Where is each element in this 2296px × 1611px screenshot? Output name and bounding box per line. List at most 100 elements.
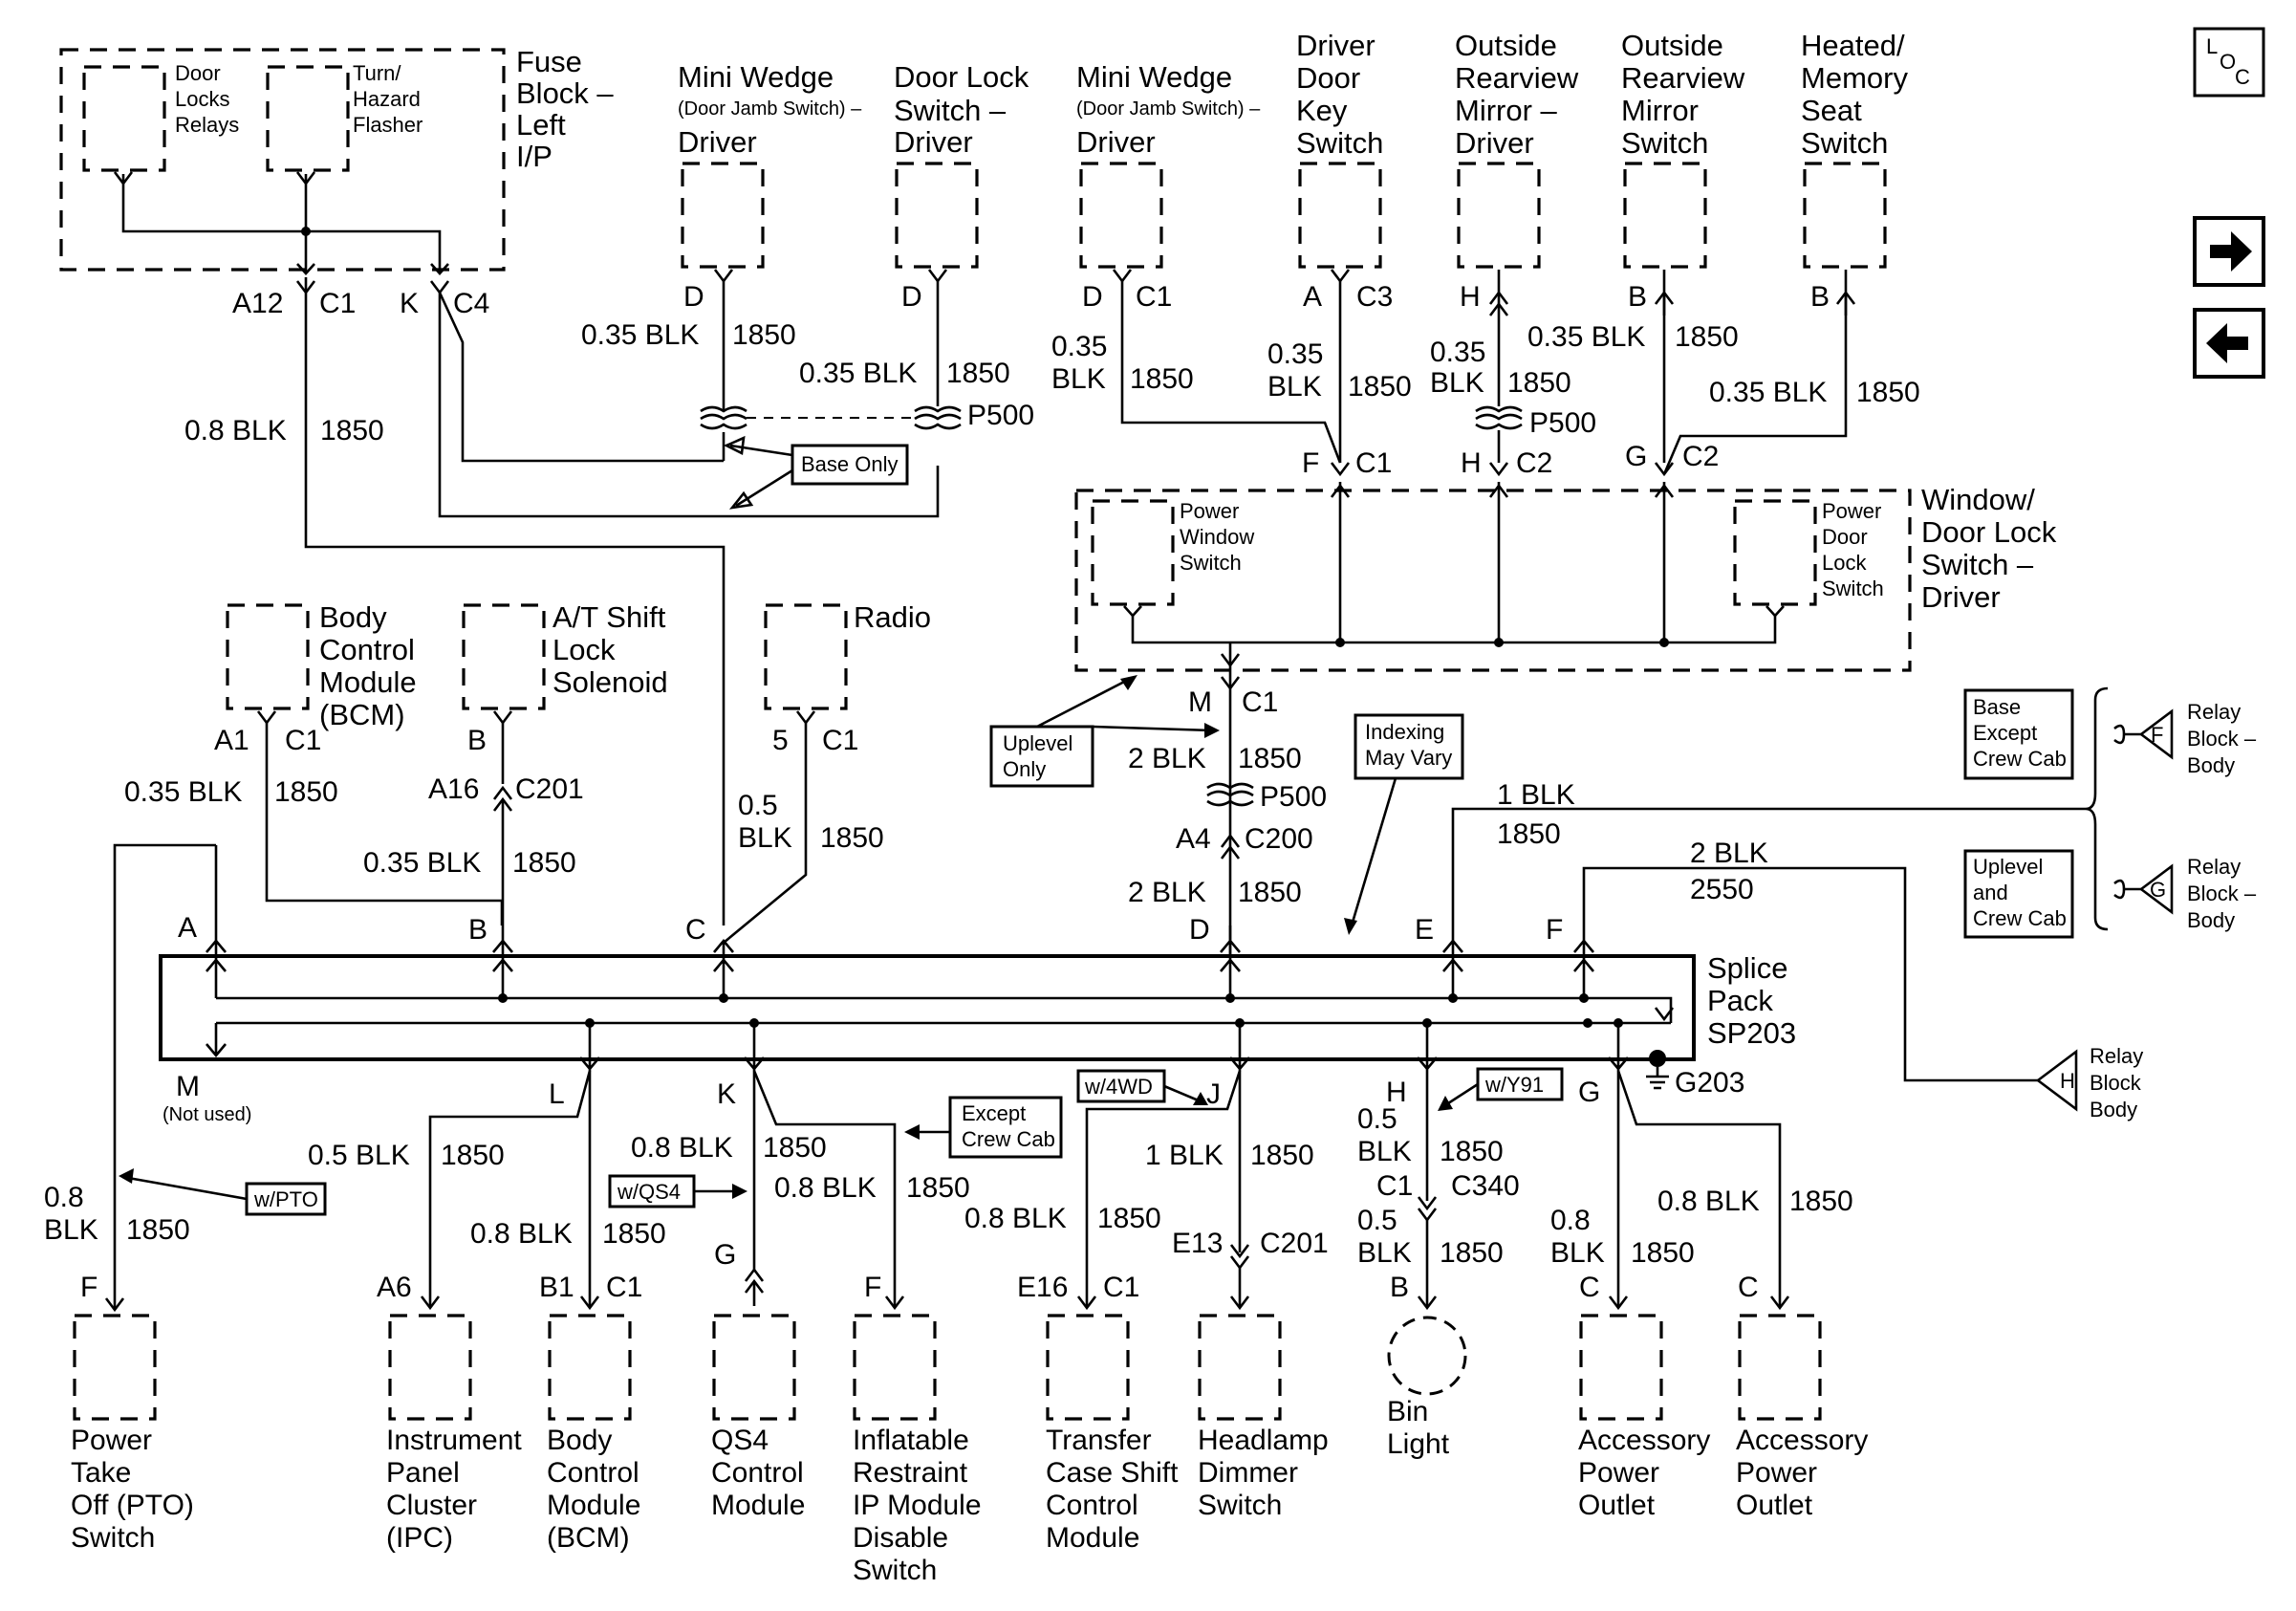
fuse-circuit-label: 1850 [320,415,384,446]
loc-button[interactable]: L O C [2193,27,2265,98]
qs4-circuit: 1850 [763,1132,827,1164]
ipc-conn-pin: A6 [377,1272,412,1303]
fuse-flasher-label-1: Turn/ [353,61,401,85]
mid-wire2: 2 BLK [1128,877,1206,908]
splice-ground: G203 [1675,1067,1744,1099]
outlet1-wire2: BLK [1550,1237,1605,1269]
at-shift-pin2: A16 [428,773,479,805]
pto-circuit: 1850 [126,1214,190,1246]
mini-wedge-driver-2: Mini Wedge (Door Jamb Switch) – Driver D… [1051,60,1342,464]
splice-pin-f: F [1546,914,1563,946]
pto-wire1: 0.8 [44,1182,84,1213]
radio: Radio 5 C1 0.5 BLK 1850 [723,600,931,945]
relay-block-f: Base Except Crew Cab F Relay Block – Bod… [1963,686,2257,931]
pdl-label-4: Switch [1822,577,1884,600]
mirror-switch-pin: B [1628,281,1647,313]
base-only-tag: Base Only [723,435,909,510]
bcm-top-wire: 0.35 BLK [124,776,242,808]
mirror-driver-splice: P500 [1529,407,1596,439]
accessory-power-outlet-1: G 0.8 BLK 1850 C Accessory Power Outlet [1550,1071,1710,1521]
relay-h-label-3: Body [2090,1098,2137,1121]
headlamp-label-1: Headlamp [1198,1425,1329,1456]
relay-h-label-1: Relay [2090,1044,2143,1068]
next-page-button[interactable] [2193,216,2265,287]
driver-door-key-switch: Driver Door Key Switch A C3 0.35 BLK 185… [1267,29,1412,479]
radio-pin: 5 [772,725,789,756]
mini-wedge-2-side: Driver [1076,125,1156,159]
ipc-wire: 0.5 BLK [308,1140,410,1171]
mirror-switch-conn-low: C2 [1682,441,1719,472]
fuse-relays-label-1: Door [175,61,221,85]
key-switch-label-2: Door [1296,61,1360,95]
pto-label-1: Power [71,1425,152,1456]
mirror-switch-label-4: Switch [1621,126,1708,160]
bcm-bottom-label-1: Body [547,1425,612,1456]
transfer-conn: C1 [1103,1272,1139,1303]
airbag-circuit: 1850 [906,1172,970,1204]
airbag-tag-2: Crew Cab [962,1127,1055,1151]
mid-pin-a4: A4 [1176,823,1211,855]
qs4-tag: w/QS4 [617,1180,681,1204]
mid-splice-p500: P500 [1260,781,1327,813]
radio-conn: C1 [822,725,858,756]
mirror-driver-wire2: BLK [1430,367,1484,399]
door-lock-pin: D [901,281,922,313]
mini-wedge-1-side: Driver [678,125,757,159]
relay-g-wire: 2 BLK [1690,838,1768,869]
ipc-label-1: Instrument [386,1425,522,1456]
pto-wire2: BLK [44,1214,98,1246]
fuse-conn-c1: C1 [319,288,356,319]
relay-f-circuit: 1850 [1497,818,1561,850]
mini-wedge-2-circuit: 1850 [1130,363,1194,395]
fuse-block: Door Locks Relays Turn/ Hazard Flasher F… [59,45,614,319]
heated-seat-wire: 0.35 BLK [1709,377,1827,408]
bcm-bottom-circuit: 1850 [602,1218,666,1250]
relay-g-box-2: and [1973,881,2008,904]
bin-circuit-a: 1850 [1440,1136,1504,1167]
qs4-wire: 0.8 BLK [631,1132,733,1164]
splice-label-3: SP203 [1707,1016,1796,1050]
transfer-label-3: Control [1046,1490,1138,1521]
bin-wire-b2: BLK [1357,1237,1412,1269]
outside-mirror-switch: Outside Rearview Mirror Switch B 0.35 BL… [1527,29,1745,477]
mini-wedge-2-wire2: BLK [1051,363,1106,395]
transfer-label-2: Case Shift [1046,1457,1179,1489]
ipc-label-4: (IPC) [386,1522,453,1554]
mirror-driver-conn-low: C2 [1516,447,1552,479]
headlamp-conn: C201 [1260,1228,1329,1259]
relay-f-box-2: Except [1973,721,2037,745]
mirror-driver-pin: H [1460,281,1481,313]
headlamp-conn-pin: E13 [1172,1228,1223,1259]
bin-wire-b1: 0.5 [1357,1205,1397,1236]
mirror-switch-label-3: Mirror [1621,94,1699,127]
indexing-may-vary-tag: Indexing May Vary [1344,713,1464,935]
fuse-relays-label-3: Relays [175,113,239,137]
door-lock-title2: Switch – [894,94,1007,127]
relay-f-box-1: Base [1973,695,2021,719]
mini-wedge-1-pin: D [683,281,704,313]
door-lock-switch-driver: Door Lock Switch – Driver D 0.35 BLK 185… [799,60,1034,431]
headlamp-label-2: Dimmer [1198,1457,1298,1489]
uplevel-only-tag: Uplevel Only [989,675,1220,788]
airbag-label-2: Restraint [853,1457,968,1489]
mini-wedge-1-title: Mini Wedge [678,60,834,94]
mirror-switch-label-1: Outside [1621,29,1723,62]
previous-page-button[interactable] [2193,308,2265,379]
fuse-block-label-3: Left [516,108,566,142]
outlet1-label-3: Outlet [1578,1490,1656,1521]
mirror-driver-wire1: 0.35 [1430,337,1485,368]
qs4-label-1: QS4 [711,1425,769,1456]
pws-label-2: Window [1180,525,1254,549]
heated-seat-label-4: Switch [1801,126,1888,160]
radio-label: Radio [854,600,931,634]
mirror-driver-pin-low: H [1461,447,1482,479]
splice-pin-e: E [1415,914,1434,946]
fuse-block-label-1: Fuse [516,45,582,78]
wire-pto [113,843,216,1310]
mirror-driver-label-3: Mirror – [1455,94,1558,127]
radio-circuit: 1850 [820,822,884,854]
heated-seat-pin: B [1810,281,1830,313]
relay-block-g: Uplevel and Crew Cab G Relay Block – Bod… [1963,849,2257,939]
headlamp-label-3: Switch [1198,1490,1282,1521]
window-switch-label-2: Door Lock [1921,515,2057,549]
